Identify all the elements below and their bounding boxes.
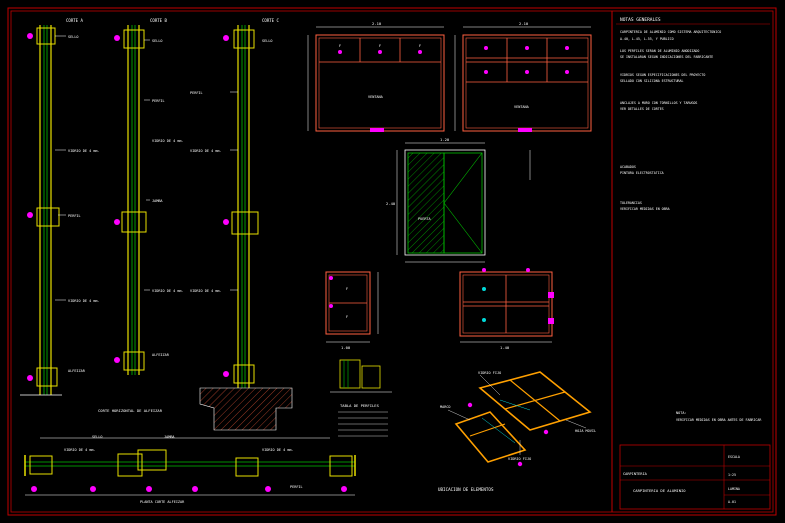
notes-line: CARPINTERIA DE ALUMINIO COMO SISTEMA ARQ… xyxy=(620,30,721,34)
title-block xyxy=(619,444,771,510)
window-small-panel-2: F xyxy=(346,315,348,319)
section-a-label: CORTE A xyxy=(66,18,83,23)
notes-title: NOTAS GENERALES xyxy=(620,17,661,23)
vertical-section-b xyxy=(114,25,150,375)
window-elevation-right xyxy=(454,26,592,132)
section-a-note-glass-2: VIDRIO DE 4 mm. xyxy=(68,299,100,303)
notes-line: PINTURA ELECTROSTATICA xyxy=(620,171,664,175)
section-b-note-glass-2: VIDRIO DE 4 mm. xyxy=(152,289,184,293)
section-a-note-glass: VIDRIO DE 4 mm. xyxy=(68,149,100,153)
door-elevation xyxy=(396,142,531,263)
sill-detail xyxy=(330,359,392,393)
notes-footer-text: VERIFICAR MEDIDAS EN OBRA ANTES DE FABRI… xyxy=(676,418,761,422)
horizontal-note-glass: VIDRIO DE 4 mm. xyxy=(64,448,96,452)
notes-line: VER DETALLES DE CORTES xyxy=(620,107,664,111)
notes-line: LOS PERFILES SERAN DE ALUMINIO ANODIZADO xyxy=(620,49,699,53)
section-b-note-jamb: JAMBA xyxy=(152,199,163,203)
window-elevation-small xyxy=(325,271,379,343)
horizontal-note-glass-2: VIDRIO DE 4 mm. xyxy=(262,448,294,452)
notes-line: VIDRIOS SEGUN ESPECIFICACIONES DEL PROYE… xyxy=(620,73,705,77)
window-elevation-medium xyxy=(459,268,554,343)
window-medium-dim: 1.40 xyxy=(500,345,510,350)
horizontal-note-seal: SELLO xyxy=(92,435,103,439)
notes-line: ACABADOS xyxy=(620,165,636,169)
window-right-dim: 2.10 xyxy=(519,21,529,26)
section-c-note-seal: SELLO xyxy=(262,39,273,43)
notes-line: ANCLAJES A MURO CON TORNILLOS Y TARUGOS xyxy=(620,101,697,105)
iso-note-4: VIDRIO FIJO xyxy=(508,457,531,461)
section-b-note-glass: VIDRIO DE 4 mm. xyxy=(152,139,184,143)
title-subtitle: CARPINTERIA DE ALUMINIO xyxy=(633,488,686,493)
title-scale-label: ESCALA xyxy=(728,455,740,459)
window-small-panel-1: F xyxy=(346,287,348,291)
section-c-note-glass-2: VIDRIO DE 4 mm. xyxy=(190,289,222,293)
horizontal-section xyxy=(24,437,356,496)
window-small-dim: 1.00 xyxy=(341,345,351,350)
window-left-panel-2: F xyxy=(379,44,381,48)
outer-frame xyxy=(7,7,777,516)
notes-line: VERIFICAR MEDIDAS EN OBRA xyxy=(620,207,670,211)
section-b-note-seal: SELLO xyxy=(152,39,163,43)
notes-footer-label: NOTA: xyxy=(676,411,687,415)
section-a-note-seal: SELLO xyxy=(68,35,79,39)
vertical-section-c xyxy=(223,25,259,388)
notes-list: CARPINTERIA DE ALUMINIO COMO SISTEMA ARQ… xyxy=(620,30,721,211)
title-sheet-label: LAMINA xyxy=(728,487,740,491)
title-project: CARPINTERIA xyxy=(623,472,648,476)
window-right-label: VENTANA xyxy=(514,105,530,109)
title-scale-value: 1:25 xyxy=(728,473,736,477)
notes-line: TOLERANCIAS xyxy=(620,201,642,205)
horizontal-note-jamb: JAMBA xyxy=(164,435,175,439)
window-left-dim: 2.10 xyxy=(372,21,382,26)
door-label: PUERTA xyxy=(418,217,432,221)
door-width-dim: 1.20 xyxy=(440,137,450,142)
window-left-panel-3: F xyxy=(419,44,421,48)
window-left-label: VENTANA xyxy=(368,95,384,99)
iso-note-1: VIDRIO FIJO xyxy=(478,371,501,375)
section-c-note-glass: VIDRIO DE 4 mm. xyxy=(190,149,222,153)
section-c-note-profile: PERFIL xyxy=(190,91,203,95)
section-b-note-profile: PERFIL xyxy=(152,99,165,103)
notes-line: A-40, L-45, L-55, Y PUBLICO xyxy=(620,37,674,41)
notes-line: SELLADO CON SILICONA ESTRUCTURAL xyxy=(620,79,684,83)
section-a-note-sill: ALFEIZAR xyxy=(68,369,86,373)
horizontal-note-profile: PERFIL xyxy=(290,485,303,489)
window-left-panel-1: F xyxy=(339,44,341,48)
section-b-note-sill: ALFEIZAR xyxy=(152,353,170,357)
horizontal-plan-title: PLANTA CORTE ALFEIZAR xyxy=(140,500,185,504)
section-a-note-profile: PERFIL xyxy=(68,214,81,218)
concrete-sill xyxy=(199,387,293,431)
iso-note-3: HOJA MOVIL xyxy=(575,429,596,433)
section-c-label: CORTE C xyxy=(262,18,279,23)
section-b-label: CORTE B xyxy=(150,18,167,23)
vertical-section-a xyxy=(20,25,66,396)
profile-table xyxy=(338,411,388,437)
isometric-view xyxy=(447,371,592,467)
window-elevation-left xyxy=(307,26,445,132)
notes-line: SE INSTALARAN SEGUN INDICACIONES DEL FAB… xyxy=(620,55,713,59)
profile-table-title: TABLA DE PERFILES xyxy=(340,403,380,408)
iso-note-2: MARCO xyxy=(440,405,451,409)
inner-frame xyxy=(10,10,774,513)
title-sheet-value: A-01 xyxy=(728,500,736,504)
horizontal-section-title: CORTE HORIZONTAL DE ALFEIZAR xyxy=(98,408,163,413)
door-height-dim: 2.40 xyxy=(386,201,396,206)
iso-title: UBICACION DE ELEMENTOS xyxy=(438,487,494,492)
